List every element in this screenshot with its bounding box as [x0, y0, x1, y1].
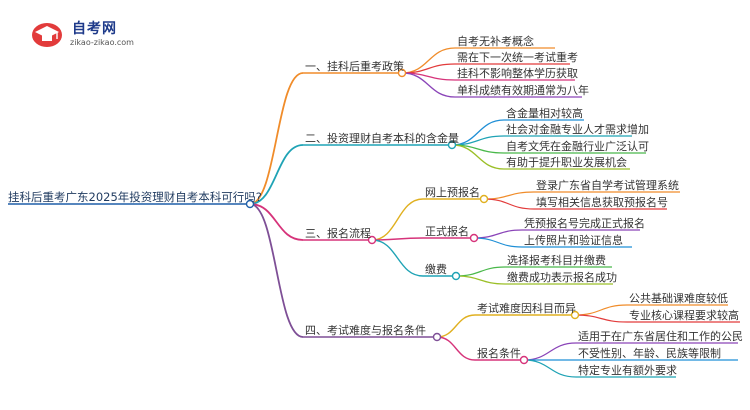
root-toggle[interactable]	[245, 199, 255, 209]
branch-1-leaf-4-connector	[401, 72, 456, 98]
branch-3-group-1-label[interactable]: 网上预报名	[425, 186, 480, 199]
root-topic[interactable]: 挂科后重考广东2025年投资理财自考本科可行吗?	[8, 190, 262, 204]
branch-3-group-2-label[interactable]: 正式报名	[425, 225, 469, 238]
branch-3-group-2-leaf-1[interactable]: 凭预报名号完成正式报名	[524, 217, 645, 230]
branch-3-group-3-connector	[371, 239, 424, 277]
branch-1-label[interactable]: 一、挂科后重考政策	[305, 60, 404, 73]
branch-4-group-2-leaf-3[interactable]: 特定专业有额外要求	[578, 364, 677, 377]
branch-4-group-1-leaf-1[interactable]: 公共基础课难度较低	[629, 292, 728, 305]
branch-3-group-3-leaf-2-connector	[455, 275, 506, 285]
branch-1-leaf-2[interactable]: 需在下一次统一考试重考	[457, 51, 578, 64]
branch-4-group-2-label[interactable]: 报名条件	[477, 347, 521, 360]
graduation-cap-icon	[32, 23, 62, 47]
logo-title: 自考网	[72, 21, 117, 37]
branch-4-toggle[interactable]	[432, 332, 442, 342]
branch-3-group-1-leaf-1[interactable]: 登录广东省自学考试管理系统	[536, 179, 679, 192]
site-logo[interactable]: 自考网 zikao-zikao.com	[30, 16, 160, 50]
branch-3-group-1-leaf-2[interactable]: 填写相关信息获取预报名号	[536, 196, 668, 209]
branch-4-group-1-toggle[interactable]	[570, 310, 580, 320]
branch-3-group-2-toggle[interactable]	[469, 233, 479, 243]
branch-3-group-1-leaf-1-connector	[483, 191, 535, 200]
branch-2-leaf-4[interactable]: 有助于提升职业发展机会	[506, 156, 627, 169]
branch-1-leaf-1[interactable]: 自考无补考概念	[457, 35, 534, 48]
branch-3-group-1-toggle[interactable]	[479, 194, 489, 204]
branch-3-group-2-leaf-2-connector	[473, 237, 523, 248]
branch-3-group-3-leaf-1-connector	[455, 266, 506, 277]
branch-3-group-3-toggle[interactable]	[451, 271, 461, 281]
branch-4-group-1-leaf-1-connector	[574, 304, 628, 316]
branch-1-toggle[interactable]	[397, 68, 407, 78]
branch-2-leaf-2[interactable]: 社会对金融专业人才需求增加	[506, 123, 649, 136]
branch-3-group-2-leaf-2[interactable]: 上传照片和验证信息	[524, 234, 623, 247]
branch-4-group-1-label[interactable]: 考试难度因科目而异	[477, 302, 576, 315]
branch-3-group-3-label[interactable]: 缴费	[425, 263, 447, 276]
branch-4-label[interactable]: 四、考试难度与报名条件	[305, 324, 426, 337]
branch-4-group-1-leaf-2-connector	[574, 314, 628, 323]
branch-2-label[interactable]: 二、投资理财自考本科的含金量	[305, 132, 459, 145]
branch-4-group-2-connector	[436, 336, 476, 361]
branch-3-connector	[249, 203, 304, 241]
branch-4-group-2-leaf-1[interactable]: 适用于在广东省居住和工作的公民	[578, 330, 743, 343]
branch-1-leaf-3[interactable]: 挂科不影响整体学历获取	[457, 67, 578, 80]
branch-4-group-2-leaf-3-connector	[523, 359, 577, 378]
branch-2-leaf-1[interactable]: 含金量相对较高	[506, 107, 583, 120]
branch-4-connector	[249, 203, 304, 338]
branch-3-group-1-leaf-2-connector	[483, 198, 535, 210]
branch-4-group-1-leaf-2[interactable]: 专业核心课程要求较高	[629, 309, 739, 322]
branch-2-connector	[249, 144, 304, 205]
branch-2-leaf-4-connector	[451, 144, 505, 170]
branch-3-label[interactable]: 三、报名流程	[305, 227, 371, 240]
branch-1-leaf-1-connector	[401, 47, 456, 74]
logo-url: zikao-zikao.com	[70, 38, 134, 47]
branch-3-group-3-leaf-1[interactable]: 选择报考科目并缴费	[507, 254, 606, 267]
branch-1-connector	[249, 72, 304, 205]
branch-3-group-3-leaf-2[interactable]: 缴费成功表示报名成功	[507, 271, 617, 284]
branch-4-group-2-leaf-1-connector	[523, 342, 577, 361]
branch-3-toggle[interactable]	[367, 235, 377, 245]
branch-4-group-2-leaf-2[interactable]: 不受性别、年龄、民族等限制	[578, 347, 721, 360]
branch-1-leaf-4[interactable]: 单科成绩有效期通常为八年	[457, 84, 589, 97]
branch-3-group-2-connector	[371, 237, 424, 241]
branch-4-group-1-connector	[436, 314, 476, 338]
branch-2-leaf-3[interactable]: 自考文凭在金融行业广泛认可	[506, 140, 649, 153]
branch-2-leaf-1-connector	[451, 119, 505, 146]
branch-4-group-2-toggle[interactable]	[519, 355, 529, 365]
branch-2-toggle[interactable]	[447, 140, 457, 150]
branch-3-group-1-connector	[371, 198, 424, 241]
branch-3-group-2-leaf-1-connector	[473, 229, 523, 239]
